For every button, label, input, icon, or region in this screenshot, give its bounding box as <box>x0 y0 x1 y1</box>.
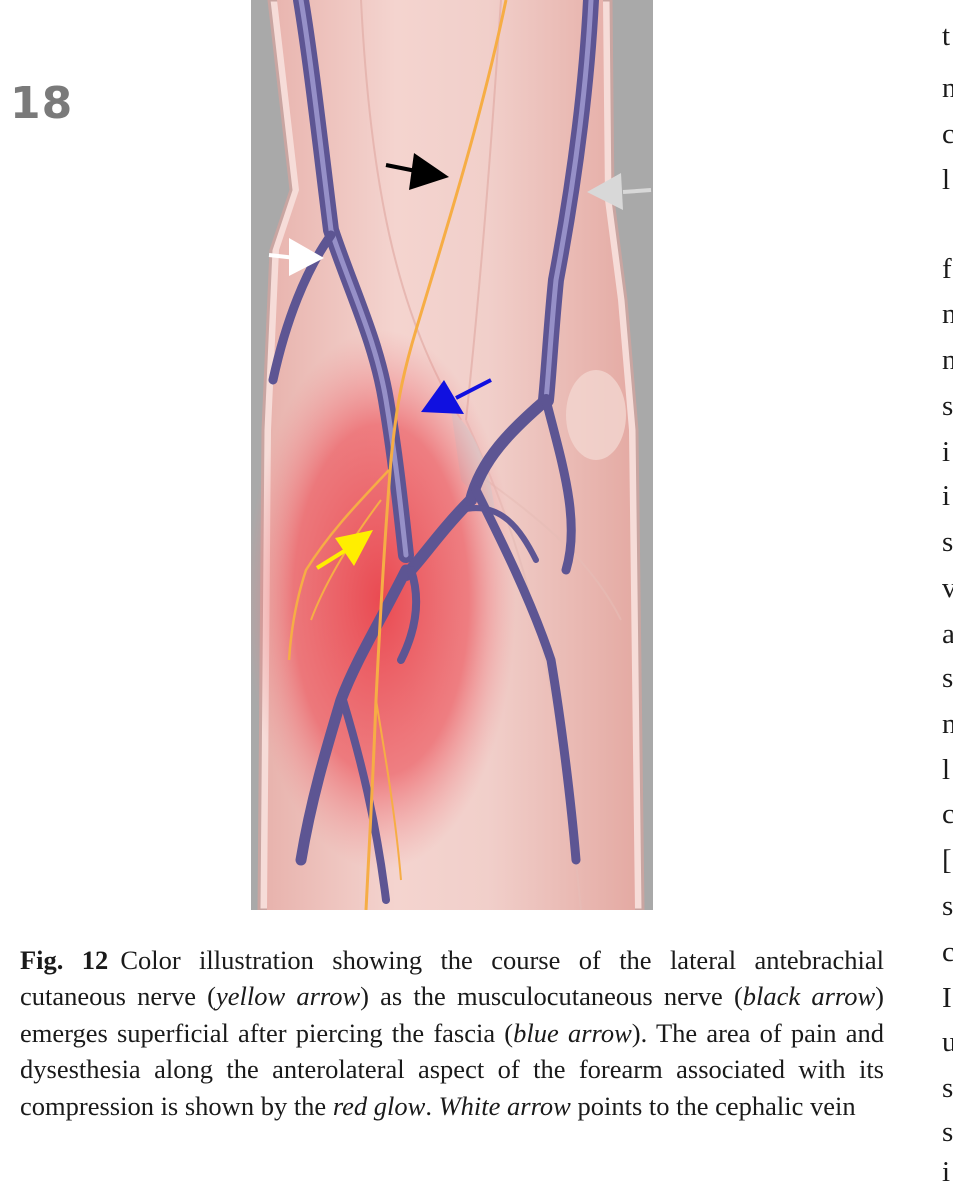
column-letter: u <box>942 1026 953 1058</box>
column-letter: i <box>942 436 951 468</box>
column-letter: l <box>942 164 951 196</box>
column-letter: c <box>942 936 953 968</box>
muscle-contour <box>485 479 622 621</box>
caption-italic: White arrow <box>438 1090 571 1121</box>
column-letter: s <box>942 1072 953 1104</box>
nerve-branch <box>310 499 382 621</box>
vein-branch <box>541 395 576 575</box>
cephalic-vein-highlight <box>298 0 409 558</box>
caption-text: Color illustration showing the course of… <box>20 945 884 1012</box>
basilic-vein-highlight <box>543 0 594 403</box>
muscle-contour <box>465 0 502 421</box>
forearm-svg <box>251 0 652 910</box>
column-letter: [ <box>942 844 952 876</box>
column-letter: n <box>942 344 953 376</box>
column-letter: s <box>942 390 953 422</box>
column-letter: f <box>942 253 952 285</box>
yellow-arrow <box>315 530 373 570</box>
blue-arrow <box>421 378 492 414</box>
column-letter: s <box>942 890 953 922</box>
column-letter: i <box>942 1156 951 1188</box>
column-letter: s <box>942 526 953 558</box>
lateral-antebrachial-cutaneous-nerve <box>364 0 508 910</box>
vein-branch <box>458 505 539 563</box>
caption-text: ). The area of pain and dysesthesia alon… <box>20 1017 884 1121</box>
column-letter: t <box>942 20 951 52</box>
caption-text: points to the cephalic vein <box>570 1090 856 1121</box>
column-letter: n <box>942 708 953 740</box>
vein-branch <box>397 566 421 664</box>
caption-italic: yellow arrow <box>216 981 361 1012</box>
median-cubital-vein <box>400 394 552 581</box>
column-letter: c <box>942 798 953 830</box>
column-letter: s <box>942 1116 953 1148</box>
column-letter: i <box>942 480 951 512</box>
column-letter: I <box>942 982 952 1014</box>
column-letter: l <box>942 754 951 786</box>
forearm-illustration <box>251 0 653 910</box>
column-letter: a <box>942 618 953 650</box>
column-letter: c <box>942 118 953 150</box>
elbow-bump <box>566 370 626 460</box>
column-letter: n <box>942 298 953 330</box>
figure-label: Fig. 12 <box>20 945 109 975</box>
page-number: 18 <box>10 78 74 129</box>
column-letter: n <box>942 72 953 104</box>
vein-branch <box>471 485 581 865</box>
gray-arrow <box>587 173 652 210</box>
column-letter: s <box>942 662 953 694</box>
caption-italic: blue arrow <box>513 1017 632 1048</box>
white-arrow <box>268 238 324 276</box>
caption-italic: red glow <box>332 1090 426 1121</box>
vein-branch <box>268 230 336 385</box>
nerve-branch <box>287 469 390 661</box>
column-letter: v <box>942 572 953 604</box>
caption-text: ) emerges superficial after piercing the… <box>20 981 884 1048</box>
red-glow <box>251 330 516 870</box>
vein-branch <box>339 696 390 904</box>
caption-italic: black arrow <box>742 981 876 1012</box>
caption-text: ) as the musculocutaneous nerve ( <box>360 981 743 1012</box>
adjacent-column-text: t n c l f n n s i i s v a s n l c [ s c … <box>942 0 953 1187</box>
nerve-branch <box>375 699 402 881</box>
caption-text: . <box>425 1090 439 1121</box>
black-arrow <box>385 153 449 190</box>
